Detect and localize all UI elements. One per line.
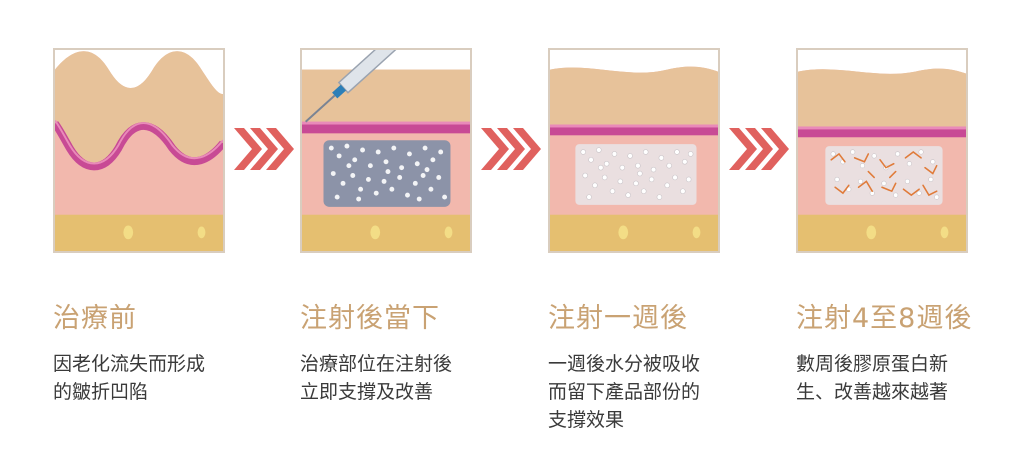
step-desc-immediately-after: 治療部位在注射後 立即支撐及改善 [300,350,500,406]
step-desc-line: 數周後膠原蛋白新 [796,353,949,375]
step-desc-one-week-after: 一週後水分被吸收 而留下產品部份的 支撐效果 [548,350,748,434]
step-desc-line: 的皺折凹陷 [53,381,149,403]
panel-one-week-after [548,48,720,253]
step-desc-before: 因老化流失而形成 的皺折凹陷 [53,350,253,406]
step-title-four-to-eight-weeks: 注射4至8週後 [796,303,973,334]
step-desc-four-to-eight-weeks: 數周後膠原蛋白新 生、改善越來越著 [796,350,996,406]
step-desc-line: 而留下產品部份的 [548,381,701,403]
step-desc-line: 立即支撐及改善 [300,381,434,403]
panel-before [53,48,225,253]
step-desc-line: 生、改善越來越著 [796,381,949,403]
step-desc-line: 治療部位在注射後 [300,353,453,375]
step-title-one-week-after: 注射一週後 [548,303,688,334]
step-arrow-3 [727,122,789,176]
panel-immediately-after [300,48,472,253]
step-desc-line: 一週後水分被吸收 [548,353,701,375]
step-arrow-2 [479,122,541,176]
step-desc-line: 支撐效果 [548,409,625,431]
panel-four-to-eight-weeks-after [796,48,968,253]
step-arrow-1 [232,122,294,176]
step-title-before: 治療前 [53,303,137,334]
step-title-immediately-after: 注射後當下 [300,303,440,334]
step-desc-line: 因老化流失而形成 [53,353,206,375]
